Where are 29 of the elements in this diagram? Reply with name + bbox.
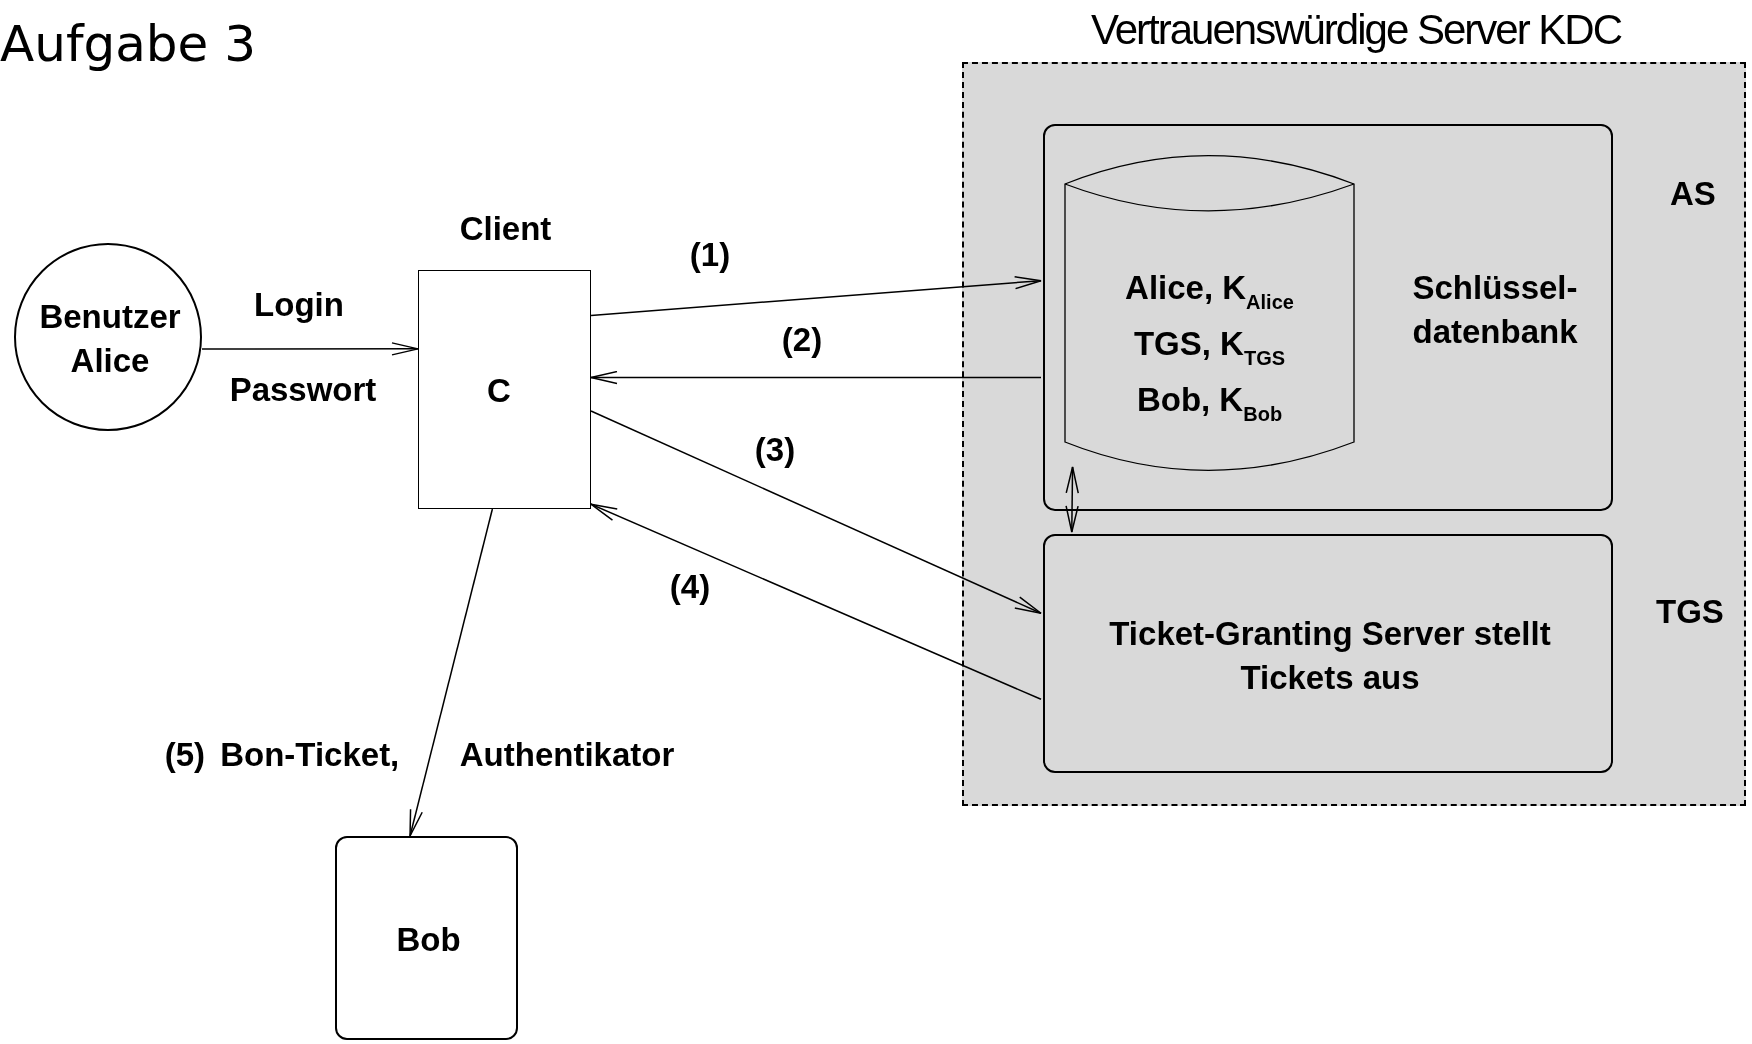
page-title: Aufgabe 3 bbox=[0, 14, 257, 74]
edge-label: Login bbox=[254, 285, 344, 325]
arrow bbox=[590, 370, 1042, 385]
section-label: TGS bbox=[1656, 592, 1724, 632]
message-label: Passwort bbox=[229, 370, 377, 410]
group-heading: Vertrauenswürdige Server KDC bbox=[1090, 5, 1623, 55]
message-label: Authentikator bbox=[459, 735, 675, 775]
arrow bbox=[201, 342, 419, 356]
key-entry: Bob, K$_{Bob}$ bbox=[1135, 380, 1284, 422]
edge-label: (3) bbox=[754, 430, 796, 470]
arrow bbox=[590, 503, 1042, 701]
arrow bbox=[590, 275, 1042, 317]
arrow bbox=[409, 508, 494, 837]
section-label: AS bbox=[1670, 174, 1716, 214]
arrow bbox=[590, 410, 1042, 614]
arrow bbox=[1065, 466, 1079, 533]
node-label: C bbox=[486, 371, 512, 411]
edge-label: (5) Bon-Ticket, bbox=[164, 735, 400, 775]
database-label: Schlüssel- datenbank bbox=[1411, 268, 1579, 352]
bob-box bbox=[335, 836, 518, 1040]
server-description: Ticket-Granting Server stellt Tickets aus bbox=[1108, 614, 1552, 698]
node-heading: Client bbox=[458, 209, 553, 249]
node-label: Benutzer Alice bbox=[38, 297, 182, 381]
key-entry: Alice, K$_{Alice}$ bbox=[1124, 268, 1295, 310]
node-label: Bob bbox=[395, 920, 462, 960]
key-entry: TGS, K$_{TGS}$ bbox=[1132, 324, 1287, 366]
edge-label: (2) bbox=[781, 320, 823, 360]
edge-label: (1) bbox=[689, 235, 731, 275]
edge-label: (4) bbox=[669, 567, 711, 607]
